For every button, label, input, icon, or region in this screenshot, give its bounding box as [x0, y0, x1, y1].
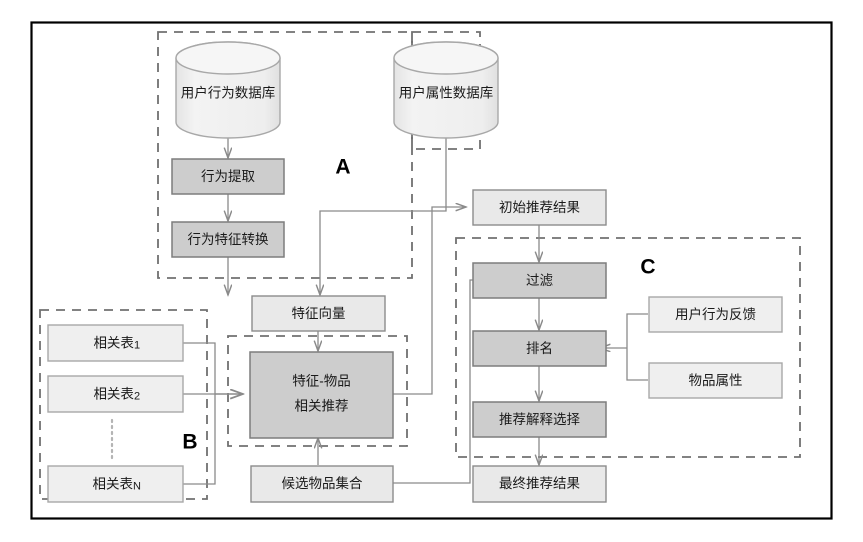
node-related-table-n[interactable]: 相关表N [47, 465, 184, 503]
svg-text:相关表1: 相关表1 [60, 335, 167, 352]
node-user-behavior-feedback-label: 用户行为反馈 [675, 306, 756, 322]
edge-attributedb-to-featurevector [320, 138, 447, 295]
node-related-table-1-index: 1 [134, 339, 140, 351]
node-user-behavior-db[interactable]: 用户行为数据库 [175, 41, 281, 139]
node-filter-label: 过滤 [526, 273, 554, 288]
node-feature-item-recommend-label-line1: 特征-物品 [292, 374, 351, 389]
node-initial-recommend-result[interactable]: 初始推荐结果 [472, 189, 607, 226]
node-recommend-explain-select[interactable]: 推荐解释选择 [472, 401, 607, 438]
node-ranking-label: 排名 [526, 341, 553, 356]
edge-relatedtable1-bus [183, 342, 216, 394]
node-filter[interactable]: 过滤 [472, 262, 607, 299]
edge-recommend-to-initialresult [393, 207, 466, 395]
node-feature-vector[interactable]: 特征向量 [251, 295, 386, 332]
node-related-table-2-index: 2 [134, 390, 140, 402]
group-label-c: C [640, 256, 655, 279]
node-final-recommend-result[interactable]: 最终推荐结果 [472, 465, 607, 503]
node-related-table-2[interactable]: 相关表2 [47, 375, 184, 413]
node-behavior-extraction[interactable]: 行为提取 [171, 158, 285, 195]
svg-text:相关表2: 相关表2 [60, 386, 167, 403]
node-related-table-1-label: 相关表 [93, 335, 134, 350]
edge-feedback-bus [626, 313, 648, 348]
node-related-table-n-label: 相关表 [93, 476, 134, 491]
node-final-recommend-result-label: 最终推荐结果 [499, 476, 580, 491]
edge-itemattribute-bus [626, 348, 648, 381]
node-related-table-n-index: N [133, 480, 141, 492]
node-candidate-item-set-label: 候选物品集合 [282, 476, 363, 491]
node-feature-vector-label: 特征向量 [292, 306, 346, 321]
node-user-attribute-db-label: 用户属性数据库 [399, 85, 494, 101]
node-behavior-extraction-label: 行为提取 [201, 169, 255, 184]
svg-text:相关表N: 相关表N [59, 476, 167, 493]
group-label-a: A [335, 156, 350, 179]
node-user-behavior-feedback[interactable]: 用户行为反馈 [648, 296, 783, 333]
node-recommend-explain-select-label: 推荐解释选择 [499, 412, 580, 427]
group-a-boundary [157, 31, 413, 279]
node-user-behavior-db-label: 用户行为数据库 [181, 85, 276, 101]
node-item-attribute-label: 物品属性 [689, 373, 743, 388]
node-initial-recommend-result-label: 初始推荐结果 [499, 199, 580, 215]
node-candidate-item-set[interactable]: 候选物品集合 [250, 465, 394, 503]
node-feature-item-recommend[interactable]: 特征-物品 相关推荐 [249, 351, 394, 439]
edge-relatedtablen-bus [183, 394, 216, 485]
group-label-b: B [182, 431, 197, 454]
node-related-table-1[interactable]: 相关表1 [47, 324, 184, 362]
node-related-table-2-label: 相关表 [93, 386, 134, 401]
node-ranking[interactable]: 排名 [472, 330, 607, 367]
node-behavior-feature-transform-label: 行为特征转换 [188, 232, 269, 247]
node-feature-item-recommend-label-line2: 相关推荐 [295, 399, 349, 414]
node-item-attribute[interactable]: 物品属性 [648, 362, 783, 399]
node-user-attribute-db[interactable]: 用户属性数据库 [393, 41, 499, 139]
group-c-boundary [455, 237, 801, 458]
node-behavior-feature-transform[interactable]: 行为特征转换 [171, 221, 285, 258]
